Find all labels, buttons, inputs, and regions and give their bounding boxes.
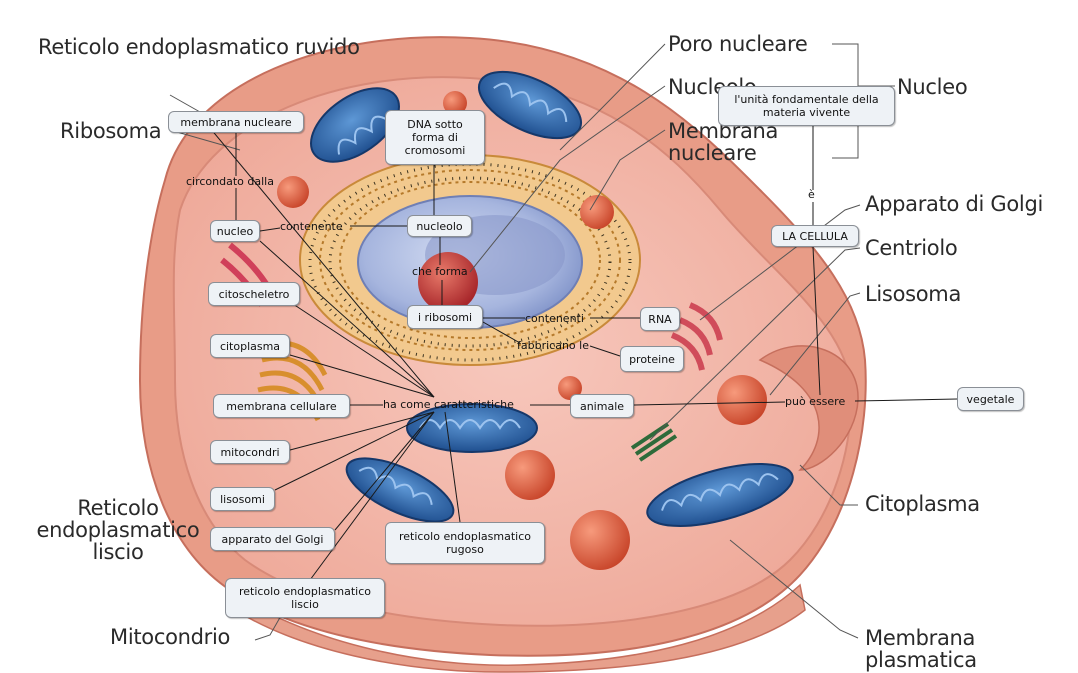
nucleolus-shape: [418, 252, 478, 312]
link-puo-essere: può essere: [785, 395, 846, 408]
concept-lisosomi[interactable]: lisosomi: [210, 487, 275, 511]
link-contenenti: contenenti: [525, 312, 584, 325]
label-membrana-plasmatica: Membrana plasmatica: [865, 626, 977, 672]
concept-reticolo-rugoso[interactable]: reticolo endoplasmatico rugoso: [385, 522, 545, 564]
label-poro-nucleare: Poro nucleare: [668, 32, 808, 56]
label-reticolo-ruvido: Reticolo endoplasmatico ruvido: [38, 35, 360, 59]
concept-dna[interactable]: DNA sotto forma di cromosomi: [385, 110, 485, 165]
label-citoplasma: Citoplasma: [865, 492, 980, 516]
link-e: è: [808, 188, 815, 201]
mitochondria-shapes: [310, 70, 794, 527]
link-contenente: contenente: [280, 220, 343, 233]
membrane-fold: [758, 345, 859, 471]
label-ribosoma: Ribosoma: [60, 119, 162, 143]
label-apparato-golgi: Apparato di Golgi: [865, 192, 1044, 216]
concept-unita-fondamentale[interactable]: l'unità fondamentale della materia viven…: [718, 86, 895, 126]
concept-mitocondri[interactable]: mitocondri: [210, 440, 290, 464]
concept-membrana-nucleare[interactable]: membrana nucleare: [168, 111, 304, 133]
concept-nucleo[interactable]: nucleo: [210, 220, 260, 242]
label-reticolo-liscio: Reticolo endoplasmatico liscio: [36, 496, 200, 564]
concept-animale[interactable]: animale: [570, 394, 634, 418]
concept-proteine[interactable]: proteine: [620, 346, 684, 372]
label-nucleo: Nucleo: [897, 75, 968, 99]
lysosome-shapes: [277, 91, 767, 570]
golgi-right: [670, 302, 723, 371]
link-ha-come-caratteristiche: ha come caratteristiche: [383, 398, 514, 411]
label-membrana-nucleare: Membrana nucleare: [668, 119, 779, 165]
label-lisosoma: Lisosoma: [865, 282, 962, 306]
label-centriolo: Centriolo: [865, 236, 958, 260]
link-che-forma: che forma: [412, 265, 468, 278]
link-circondato-dalla: circondato dalla: [186, 175, 274, 188]
concept-citoplasma[interactable]: citoplasma: [210, 334, 290, 358]
concept-nucleolo[interactable]: nucleolo: [407, 215, 472, 237]
concept-map-lines: [204, 121, 958, 581]
link-fabbricano-le: fabbricano le: [517, 339, 589, 352]
diagram-leader-lines: [169, 43, 895, 641]
concept-ribosomi[interactable]: i ribosomi: [407, 305, 483, 329]
concept-apparato-golgi[interactable]: apparato del Golgi: [210, 527, 335, 551]
concept-citoscheletro[interactable]: citoscheletro: [208, 282, 300, 306]
concept-vegetale[interactable]: vegetale: [957, 387, 1024, 411]
concept-reticolo-liscio[interactable]: reticolo endoplasmatico liscio: [225, 578, 385, 618]
concept-membrana-cellulare[interactable]: membrana cellulare: [213, 394, 350, 418]
plasma-membrane-edge: [228, 583, 806, 673]
concept-rna[interactable]: RNA: [640, 307, 680, 331]
concept-la-cellula[interactable]: LA CELLULA: [771, 225, 859, 247]
label-mitocondrio: Mitocondrio: [110, 625, 231, 649]
